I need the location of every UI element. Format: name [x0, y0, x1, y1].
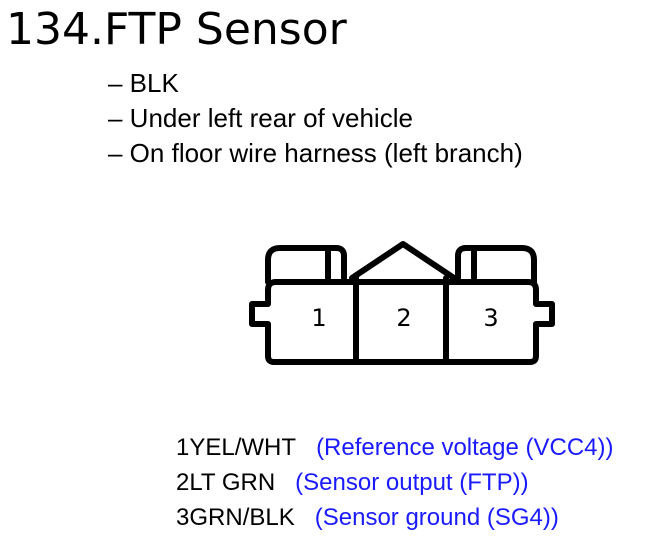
pin-number: 1 — [176, 434, 190, 461]
pin-label-1: 1 — [311, 304, 326, 332]
pin-number: 3 — [176, 504, 190, 531]
pin-row-1: 1YEL/WHT (Reference voltage (VCC4)) — [176, 430, 614, 465]
pin-description: (Reference voltage (VCC4)) — [316, 434, 614, 461]
pin-number: 2 — [176, 469, 190, 496]
connector-housing — [249, 279, 555, 365]
wire-color: YEL/WHT — [189, 434, 297, 461]
pin-description: (Sensor ground (SG4)) — [314, 504, 559, 531]
title-number: 134. — [6, 4, 104, 55]
right-latch — [455, 245, 537, 285]
location-notes: – BLK – Under left rear of vehicle – On … — [108, 66, 523, 171]
pin-row-2: 2LT GRN (Sensor output (FTP)) — [176, 465, 614, 500]
pin-row-3: 3GRN/BLK (Sensor ground (SG4)) — [176, 500, 614, 535]
pin-label-2: 2 — [396, 304, 411, 332]
note-location: – Under left rear of vehicle — [108, 103, 413, 133]
note-harness: – On floor wire harness (left branch) — [108, 138, 523, 168]
center-key — [349, 241, 457, 281]
connector-diagram: 1 2 3 — [249, 241, 555, 365]
wire-color: GRN/BLK — [189, 504, 295, 531]
page-title: 134.FTP Sensor — [6, 2, 347, 58]
pin-description: (Sensor output (FTP)) — [295, 469, 529, 496]
left-latch — [265, 245, 347, 285]
wire-color: LT GRN — [189, 469, 276, 496]
pin-list: 1YEL/WHT (Reference voltage (VCC4)) 2LT … — [176, 430, 614, 535]
note-color: – BLK — [108, 68, 179, 98]
title-name: FTP Sensor — [103, 4, 347, 55]
pin-label-3: 3 — [483, 304, 498, 332]
